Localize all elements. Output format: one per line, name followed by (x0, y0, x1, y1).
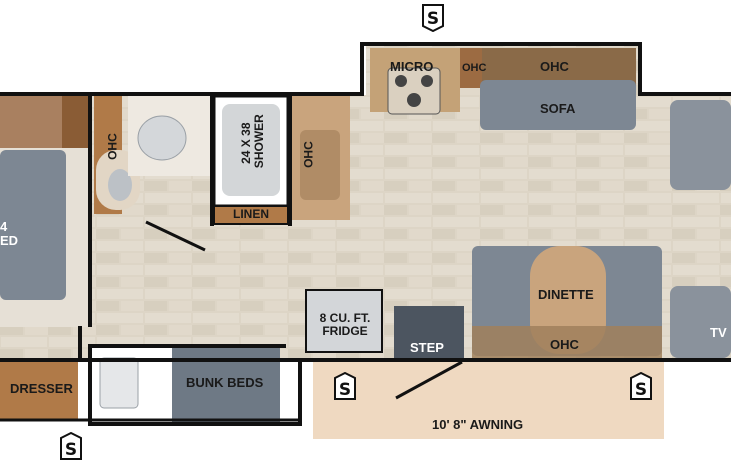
sofa (480, 80, 636, 130)
nightstand (62, 96, 88, 148)
ohc-dinette-label: OHC (550, 337, 579, 352)
bunk-pillow (99, 357, 139, 409)
galley-sink (300, 130, 340, 200)
bunk-beds-label: BUNK BEDS (186, 375, 264, 390)
ohc-small-label: OHC (462, 62, 487, 74)
tv-label: TV (710, 325, 727, 340)
linen-label: LINEN (233, 207, 269, 221)
shower-label: 24 X 38 SHOWER (238, 114, 266, 169)
marker-text: S (634, 380, 648, 400)
fridge (305, 289, 383, 353)
slide-marker-right: S (630, 371, 652, 400)
step (394, 306, 464, 358)
toilet (137, 115, 187, 161)
marker-text: S (64, 440, 78, 460)
ohc-bath-label: OHC (105, 133, 120, 160)
ohc-galley-label: OHC (301, 141, 316, 168)
slide-marker-top: S (422, 4, 444, 33)
bed-ohc (0, 96, 62, 148)
bed (0, 150, 66, 300)
marker-text: S (338, 380, 352, 400)
cab-seat-bottom (670, 286, 731, 358)
marker-shape-icon (60, 431, 82, 460)
marker-text: S (426, 9, 440, 29)
bath-door (145, 220, 206, 252)
fridge-label: 8 CU. FT. FRIDGE (319, 311, 371, 339)
dresser (0, 362, 78, 420)
sofa-label: SOFA (540, 101, 576, 116)
awning-area (313, 361, 664, 439)
ohc-top-label: OHC (540, 59, 569, 74)
ohc-small-cabinet (460, 48, 482, 88)
micro-label: MICRO (390, 59, 434, 74)
marker-shape-icon (630, 371, 652, 400)
dresser-label: DRESSER (10, 381, 73, 396)
shower-pan (222, 104, 280, 196)
slide-marker-bottom: S (60, 431, 82, 460)
sink-basin (108, 169, 132, 201)
awning-label: 10' 8" AWNING (432, 417, 524, 432)
cab-seat-top (670, 100, 731, 190)
slide-marker-mid: S (334, 371, 356, 400)
entry-door (395, 360, 463, 400)
marker-shape-icon (422, 4, 444, 33)
step-label: STEP (410, 340, 444, 355)
marker-shape-icon (334, 371, 356, 400)
cooktop (387, 67, 441, 115)
dinette-ohc (472, 326, 662, 358)
dinette-label: DINETTE (538, 287, 594, 302)
walls (0, 42, 731, 426)
bed-label: 4 ED (0, 219, 19, 249)
